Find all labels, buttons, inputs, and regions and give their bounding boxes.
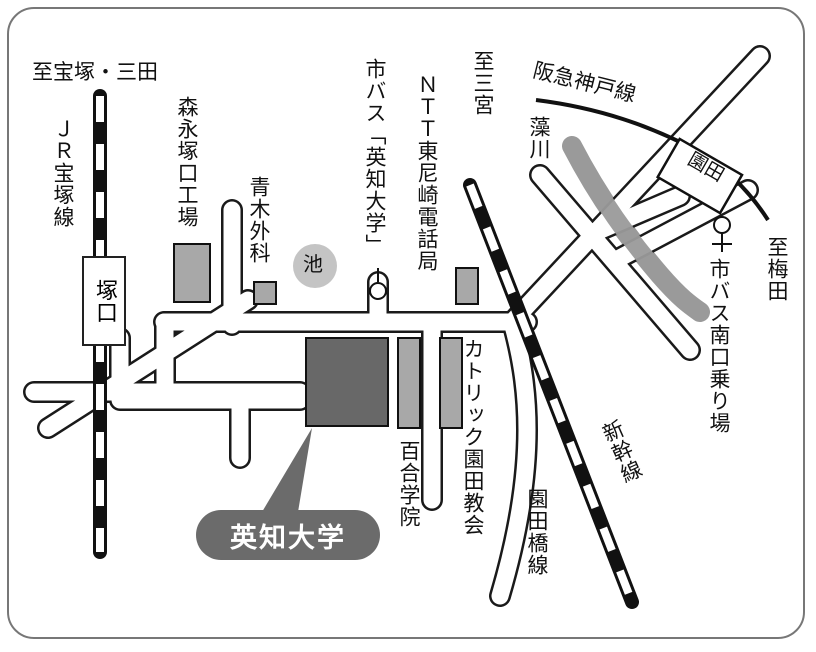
- bus-stop-marker-north: [369, 268, 387, 300]
- aoki-clinic-building: [253, 281, 277, 305]
- destination-block: [305, 337, 389, 427]
- label-shukugawa: 藻川: [527, 116, 551, 160]
- pond: [293, 244, 337, 288]
- destination-badge: 英知大学: [196, 510, 380, 560]
- yuri-school-building: [397, 337, 421, 429]
- bus-stop-marker-south: [712, 216, 732, 252]
- label-ntt-office: ＮＴＴ東尼崎電話局: [415, 74, 439, 272]
- ntt-building: [455, 267, 479, 305]
- label-to-takarazuka-sanda: 至宝塚・三田: [32, 60, 158, 84]
- river-overlay: [563, 137, 709, 321]
- station-tsukaguchi: 塚口: [82, 256, 126, 346]
- destination-pointer: [262, 428, 312, 512]
- label-yuri-school: 百合学院: [397, 440, 421, 528]
- road-fill: [25, 47, 769, 605]
- label-city-bus-stop: 市バス「英知大学」: [363, 58, 387, 256]
- label-station-tsukaguchi: 塚口: [92, 279, 117, 323]
- label-morinaga-factory: 森永塚口工場: [175, 96, 199, 228]
- catholic-church-building: [439, 337, 463, 429]
- shinkansen-line: [463, 178, 639, 609]
- label-aoki-clinic: 青木外科: [247, 176, 271, 264]
- label-catholic-church: カトリック園田教会: [461, 338, 485, 536]
- label-pond: 池: [303, 252, 323, 276]
- label-sonoda-bridge-line: 園田橋線: [525, 488, 549, 576]
- label-city-bus-minamiguchi: 市バス南口乗り場: [707, 258, 731, 434]
- label-destination: 英知大学: [230, 522, 346, 554]
- label-jr-takarazuka-line: ＪＲ宝塚線: [51, 118, 75, 228]
- morinaga-factory-building: [173, 243, 211, 303]
- label-to-umeda: 至梅田: [765, 236, 789, 302]
- label-to-sannomiya: 至三宮: [471, 50, 495, 116]
- hankyu-sonoda-station: [655, 137, 744, 215]
